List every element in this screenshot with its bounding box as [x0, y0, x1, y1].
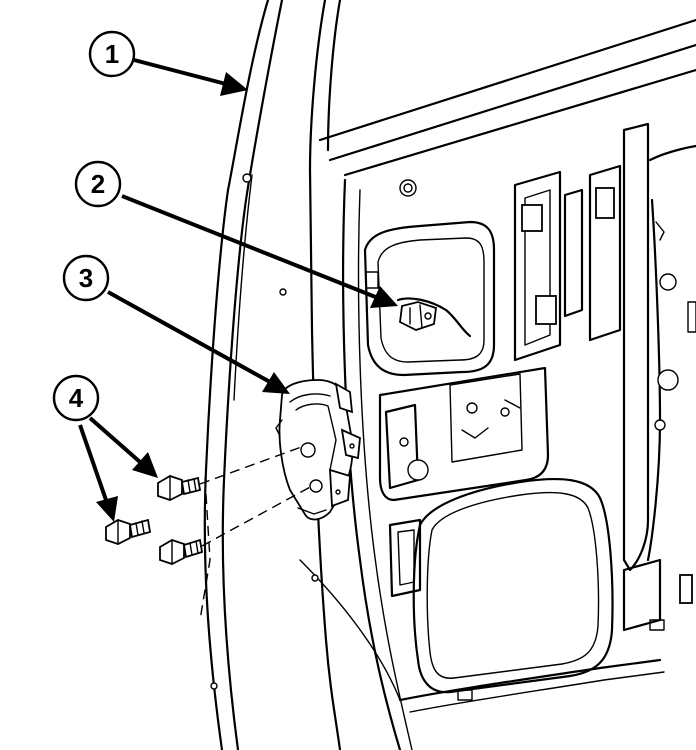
bolt-lower-left	[105, 518, 152, 545]
callout-2: 2	[74, 160, 122, 208]
bolt-upper	[157, 475, 202, 501]
callout-1-label: 1	[105, 39, 119, 69]
bolt-alignment-line-lower	[201, 485, 313, 547]
callout-3: 3	[62, 254, 110, 302]
leader-lines	[78, 58, 398, 522]
bolt-alignment-line-upper	[199, 445, 305, 485]
callout-1: 1	[88, 30, 136, 78]
callout-3-label: 3	[79, 263, 93, 293]
door-frame	[203, 0, 696, 750]
bolt-alignment-line-vertical	[199, 477, 211, 621]
inner-door-panel	[363, 122, 696, 713]
callout-4-label: 4	[69, 383, 84, 413]
callout-2-label: 2	[91, 169, 105, 199]
bolt-lower-right	[159, 538, 204, 565]
door-latch	[275, 379, 361, 521]
callout-4: 4	[52, 374, 100, 422]
latch-bolts	[105, 445, 313, 621]
wiring-connector	[396, 297, 472, 338]
